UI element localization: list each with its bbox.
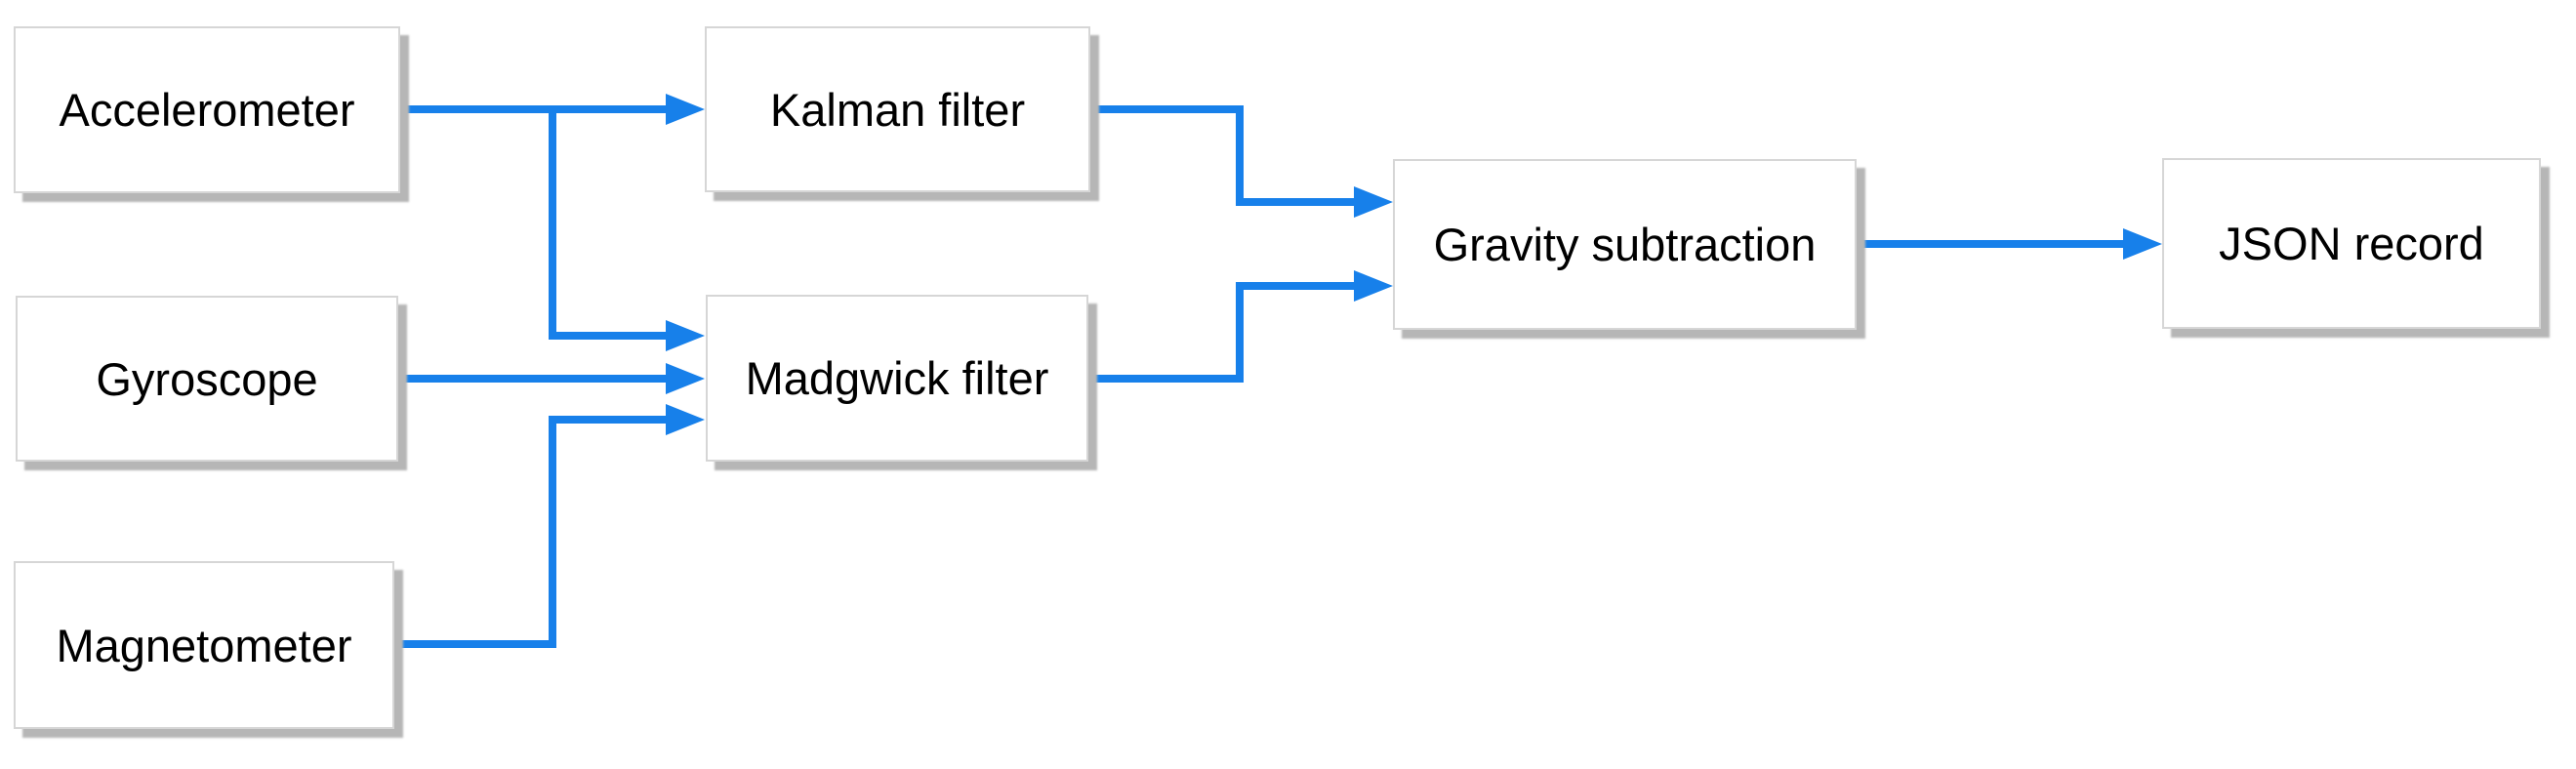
edge-arrowhead [666, 320, 705, 351]
edge-magnetometer-madgwick [394, 404, 705, 648]
edge-gravity-json [1857, 228, 2162, 260]
node-madgwick-filter: Madgwick filter [706, 295, 1088, 462]
edge-accelerometer-madgwick [549, 109, 705, 351]
edge-line [1090, 105, 1360, 206]
node-label: JSON record [2219, 218, 2484, 269]
edge-arrowhead [666, 363, 705, 394]
node-label: Madgwick filter [745, 352, 1049, 404]
node-kalman-filter: Kalman filter [705, 26, 1090, 192]
edge-kalman-gravity [1090, 105, 1393, 218]
edge-line [394, 416, 672, 648]
node-label: Kalman filter [769, 83, 1026, 136]
edge-gyroscope-madgwick [398, 363, 705, 394]
node-label: Accelerometer [59, 84, 355, 136]
edge-line [1088, 282, 1360, 383]
node-label: Gravity subtraction [1433, 219, 1817, 270]
node-json-record: JSON record [2162, 158, 2541, 329]
edge-madgwick-gravity [1088, 270, 1393, 383]
edge-arrowhead [666, 404, 705, 435]
edge-accelerometer-kalman [400, 94, 705, 125]
node-label: Magnetometer [56, 619, 352, 671]
node-magnetometer: Magnetometer [14, 561, 394, 729]
node-gyroscope: Gyroscope [16, 296, 398, 462]
node-accelerometer: Accelerometer [14, 26, 400, 193]
edge-arrowhead [1354, 186, 1393, 218]
node-label: Gyroscope [96, 352, 318, 405]
edge-arrowhead [666, 94, 705, 125]
edge-line [549, 109, 672, 340]
edge-arrowhead [2123, 228, 2162, 260]
edge-arrowhead [1354, 270, 1393, 302]
node-gravity-subtraction: Gravity subtraction [1393, 159, 1857, 330]
